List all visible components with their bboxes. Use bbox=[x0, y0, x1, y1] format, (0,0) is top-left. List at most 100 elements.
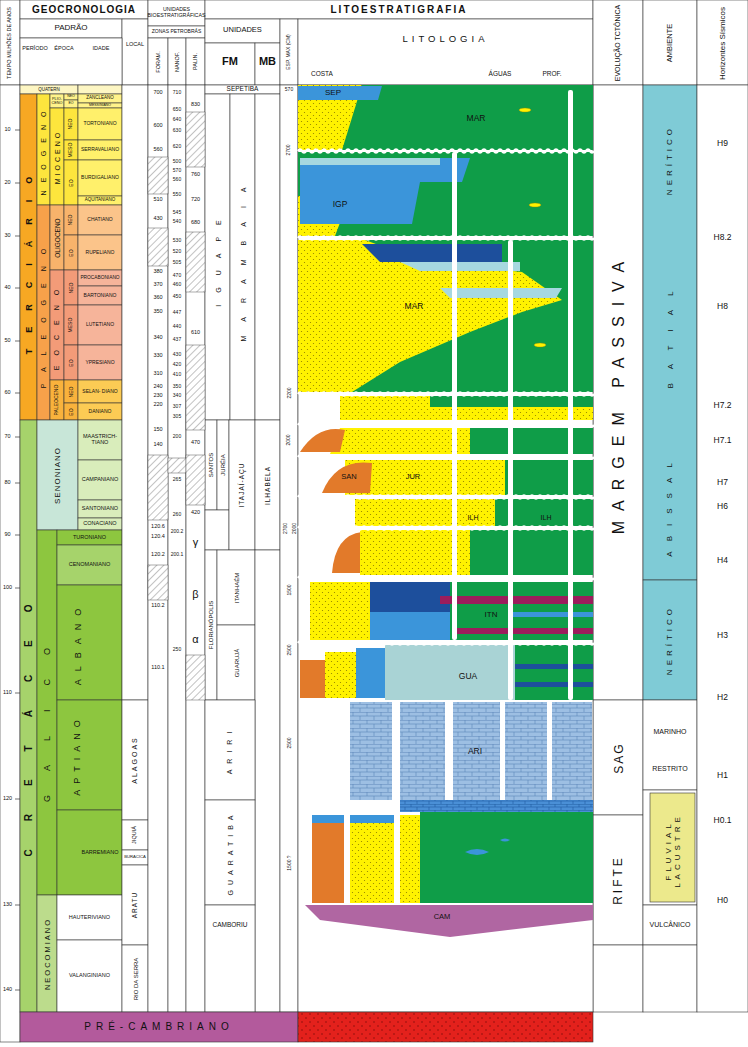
table-cell bbox=[205, 905, 255, 1012]
table-cell bbox=[217, 420, 229, 510]
unconformity-line bbox=[298, 456, 594, 459]
time-tick: 140 bbox=[0, 985, 15, 995]
table-cell bbox=[64, 403, 78, 420]
zone-number: 630 bbox=[168, 127, 186, 136]
table-cell bbox=[78, 196, 122, 205]
chrono-cell: GALICO bbox=[37, 530, 57, 895]
chrono-cell: EO bbox=[64, 235, 78, 270]
table-cell bbox=[50, 108, 64, 205]
environment-label: MARINHO bbox=[643, 725, 697, 739]
lithology-label: ARI bbox=[463, 745, 487, 757]
seismic-horizon: H7.1 bbox=[697, 433, 748, 447]
sand-lens bbox=[519, 108, 531, 112]
time-tick-mark bbox=[15, 483, 20, 484]
table-cell bbox=[148, 85, 168, 1012]
environment-label: NERÍTICO bbox=[643, 85, 697, 235]
table-cell bbox=[205, 420, 217, 510]
zone-number: α bbox=[186, 632, 205, 648]
lithology-shape bbox=[298, 86, 382, 100]
table-cell bbox=[37, 94, 50, 205]
time-tick: 70 bbox=[0, 432, 15, 442]
formation-name: ARIRI bbox=[205, 700, 255, 800]
header-label: ÉPOCA bbox=[50, 42, 78, 56]
table-cell bbox=[50, 94, 64, 108]
zone-number: 370 bbox=[148, 281, 168, 290]
table-cell bbox=[78, 286, 122, 305]
seismic-horizon: H7 bbox=[697, 475, 748, 489]
zone-number: 470 bbox=[168, 272, 186, 281]
chrono-cell: VALANGINIANO bbox=[57, 940, 122, 1012]
zone-number: 220 bbox=[148, 401, 168, 410]
hiatus-hatch bbox=[148, 565, 168, 600]
chrono-cell: ALBANO bbox=[66, 585, 90, 700]
table-cell bbox=[697, 85, 748, 1012]
seismic-horizon: H7.2 bbox=[697, 398, 748, 412]
chrono-cell: TORTONIANO bbox=[78, 108, 122, 140]
header-label: PROF. bbox=[535, 68, 569, 80]
lithology-shape bbox=[360, 530, 593, 575]
table-cell bbox=[255, 420, 280, 550]
header-cell bbox=[280, 19, 298, 85]
unconformity-line bbox=[298, 527, 594, 530]
lithology-label: JUR bbox=[400, 472, 426, 482]
zone-number: 110.2 bbox=[148, 602, 168, 611]
thickness-value: 1500 bbox=[280, 572, 298, 607]
chrono-cell: CAMPANIANO bbox=[78, 460, 122, 500]
table-cell bbox=[593, 700, 643, 815]
seismic-horizon: H0 bbox=[697, 893, 748, 907]
table-cell bbox=[64, 108, 78, 140]
table-cell bbox=[217, 550, 255, 625]
lithology-shape bbox=[300, 158, 470, 224]
table-cell bbox=[64, 100, 78, 108]
thickness-value: 2000 bbox=[289, 512, 298, 544]
zone-number: 830 bbox=[186, 101, 205, 110]
lithology-label: SAN bbox=[336, 472, 362, 482]
zone-number: 420 bbox=[168, 361, 186, 370]
header-label: EVOLUÇÃO TCTÔNICA bbox=[593, 2, 643, 84]
chrono-cell: PALEOGENO bbox=[37, 205, 50, 420]
chrono-cell: CHATIANO bbox=[78, 205, 122, 235]
chrono-cell: MESSINIANO bbox=[78, 103, 122, 108]
environment-label: VULCÂNICO bbox=[643, 905, 697, 945]
zone-number: 350 bbox=[168, 383, 186, 392]
time-tick-mark bbox=[15, 130, 20, 131]
table-cell bbox=[57, 585, 122, 700]
chrono-cell: QUATERN bbox=[20, 87, 78, 94]
time-tick: 10 bbox=[0, 125, 15, 135]
table-cell bbox=[20, 1012, 298, 1042]
chrono-cell: NEO bbox=[64, 205, 78, 235]
table-cell bbox=[643, 945, 697, 1012]
chrono-cell: CENOMANIANO bbox=[57, 545, 122, 585]
zone-number: 545 bbox=[168, 209, 186, 218]
lithology-shape bbox=[400, 800, 593, 812]
sand-lens bbox=[529, 203, 541, 207]
thickness-value: 2700 bbox=[280, 512, 289, 544]
zone-number: 560 bbox=[148, 146, 168, 155]
header-cell bbox=[593, 0, 643, 85]
chrono-cell: BURDIGALIANO bbox=[78, 160, 122, 196]
time-tick-mark bbox=[15, 990, 20, 991]
table-cell bbox=[78, 160, 122, 196]
table-cell bbox=[64, 380, 78, 403]
zone-number: 305 bbox=[168, 413, 186, 422]
chrono-cell: HAUTERIVIANO bbox=[57, 895, 122, 940]
zone-number: 530 bbox=[168, 237, 186, 246]
time-tick: 60 bbox=[0, 388, 15, 398]
time-tick-mark bbox=[15, 437, 20, 438]
zone-number: 610 bbox=[186, 329, 205, 338]
formation-name: FLORIANÓPOLIS bbox=[205, 550, 217, 700]
zone-number: 620 bbox=[168, 143, 186, 152]
zone-number: 340 bbox=[148, 334, 168, 343]
table-cell bbox=[78, 403, 122, 420]
table-cell bbox=[78, 140, 122, 160]
lithology-shape bbox=[330, 428, 593, 454]
chrono-cell: DANIANO bbox=[78, 403, 122, 420]
table-cell bbox=[643, 580, 697, 700]
seismic-horizon: H1 bbox=[697, 768, 748, 782]
table-cell bbox=[122, 820, 148, 850]
chrono-cell: MIOCENO bbox=[50, 108, 64, 205]
formation-name: GUARUJÁ bbox=[217, 625, 255, 700]
chrono-cell: EO bbox=[64, 345, 78, 380]
table-cell bbox=[78, 420, 122, 460]
header-label: AMBIENTE bbox=[643, 2, 697, 84]
